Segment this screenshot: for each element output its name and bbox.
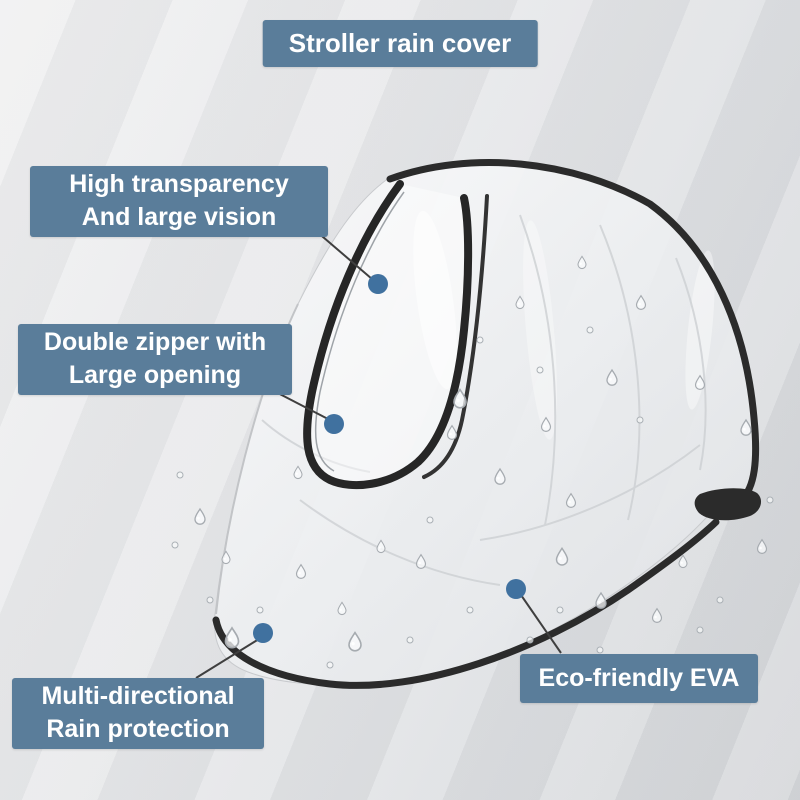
vertical-zipper (422, 194, 489, 479)
callout-text-line: Rain protection (46, 715, 230, 744)
callout-double-zipper: Double zipper with Large opening (18, 324, 292, 395)
page-title: Stroller rain cover (262, 20, 538, 68)
front-window (303, 180, 489, 490)
callout-multi-directional: Multi-directional Rain protection (12, 678, 264, 749)
callout-dot-multi-directional (253, 623, 273, 643)
callout-dot-double-zipper (324, 414, 344, 434)
callout-text-line: And large vision (81, 203, 277, 232)
callout-text-line: High transparency (69, 170, 289, 198)
zipper-teeth-line (314, 191, 405, 472)
callout-text-line: Multi-directional (41, 682, 235, 710)
connector-line-multi-directional (195, 638, 260, 679)
connector-line-eco-friendly (520, 594, 562, 654)
callout-dot-high-transparency (368, 274, 388, 294)
callout-text-line: Large opening (68, 361, 242, 390)
connector-line-double-zipper (271, 389, 329, 420)
strap-tab (694, 488, 762, 521)
connector-line-high-transparency (315, 230, 373, 280)
black-trim (212, 159, 762, 689)
callout-text-line: Double zipper with (43, 328, 267, 356)
callout-high-transparency: High transparency And large vision (30, 166, 328, 237)
callout-text-line: Eco-friendly EVA (538, 664, 740, 692)
callout-eco-friendly: Eco-friendly EVA (520, 654, 758, 704)
callout-dot-eco-friendly (506, 579, 526, 599)
